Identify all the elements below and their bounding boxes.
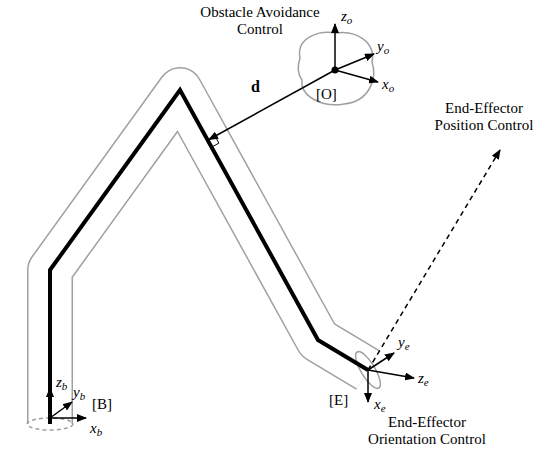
axis-arrow	[334, 24, 336, 70]
axis-arrow	[368, 353, 394, 370]
axis-arrow	[335, 54, 374, 70]
axis-label: ye	[398, 334, 410, 353]
position-direction	[368, 150, 500, 370]
axis-label: ze	[418, 370, 429, 389]
axis-label: zo	[341, 8, 352, 27]
control-caption: End-Effector Position Control	[425, 100, 543, 135]
right-angle-mark	[212, 136, 219, 147]
axis-label: yo	[377, 38, 389, 57]
obstacle-outline	[298, 32, 374, 104]
frame-label: [O]	[316, 86, 337, 103]
arm-skeleton	[50, 90, 368, 424]
axis-arrow	[367, 370, 369, 402]
frame-label: [E]	[329, 392, 348, 409]
axis-label: zb	[56, 374, 67, 393]
axis-label: xe	[374, 396, 386, 415]
control-caption: Obstacle Avoidance Control	[190, 4, 330, 39]
frame-label: [B]	[92, 396, 112, 413]
control-caption: End-Effector Orientation Control	[360, 414, 494, 449]
axis-label: yb	[73, 384, 85, 403]
axis-arrow	[335, 70, 378, 82]
arm-outline	[50, 90, 368, 424]
axis-label: xb	[90, 420, 102, 439]
axis-arrow	[50, 402, 72, 418]
axis-arrow	[368, 370, 414, 378]
axis-arrow	[50, 417, 86, 419]
arm-body	[50, 90, 368, 425]
axis-label: xo	[382, 76, 394, 95]
distance-vector	[209, 70, 335, 140]
vector-label: d	[251, 78, 260, 96]
axis-arrow	[49, 388, 51, 418]
